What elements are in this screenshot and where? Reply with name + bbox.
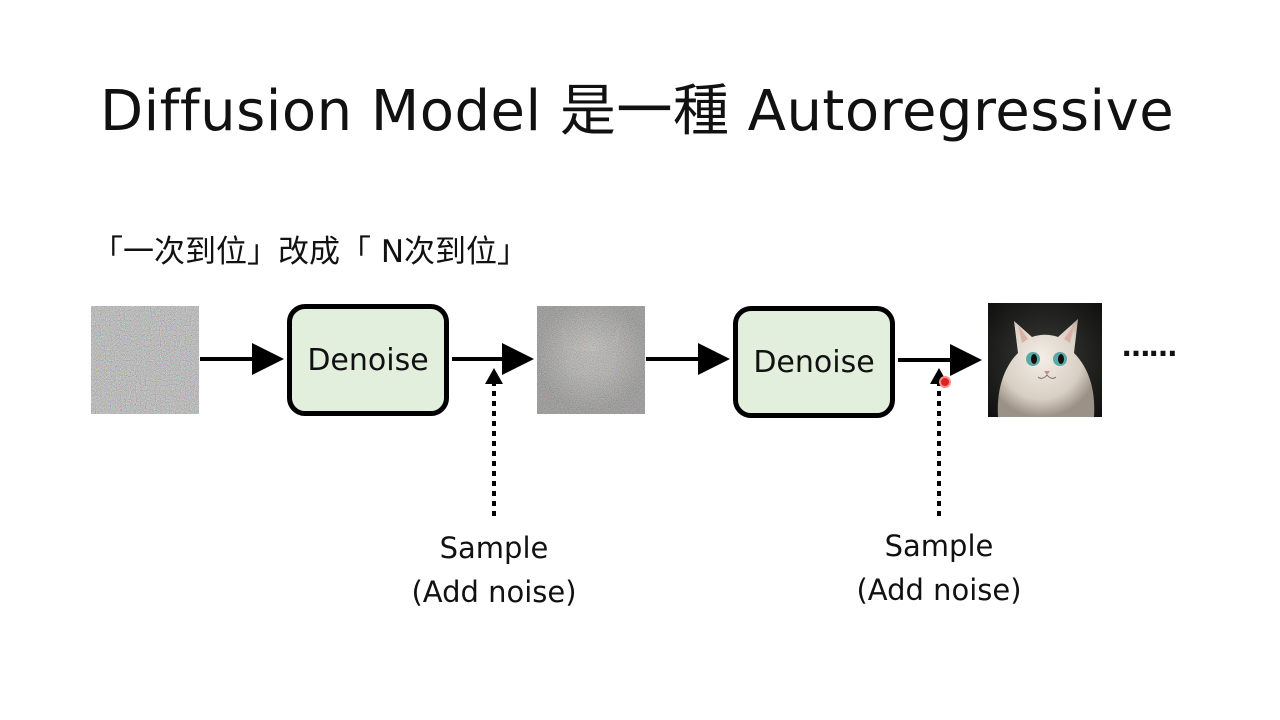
continuation-ellipsis: …… [1122,330,1177,363]
dotted-arrowhead-1 [485,368,503,384]
slide-title: Diffusion Model 是一種 Autoregressive [100,79,1175,144]
denoise-box-1: Denoise [287,304,449,416]
sample-label-1-line1: Sample [439,531,549,565]
partially-denoised-image [537,306,645,414]
denoise-label-2: Denoise [753,344,875,380]
denoise-box-2: Denoise [733,306,895,418]
sample-label-1-line2: (Add noise) [411,575,577,609]
denoise-label-1: Denoise [307,342,429,378]
slide-subtitle: 「一次到位」改成「 N次到位」 [92,234,529,270]
laser-pointer-dot [939,376,951,388]
pure-noise-image [91,306,199,414]
generated-cat-image [988,303,1102,417]
sample-label-2: Sample (Add noise) [849,524,1029,612]
sample-label-2-line1: Sample [884,529,994,563]
sample-label-2-line2: (Add noise) [856,573,1022,607]
sample-label-1: Sample (Add noise) [404,526,584,614]
